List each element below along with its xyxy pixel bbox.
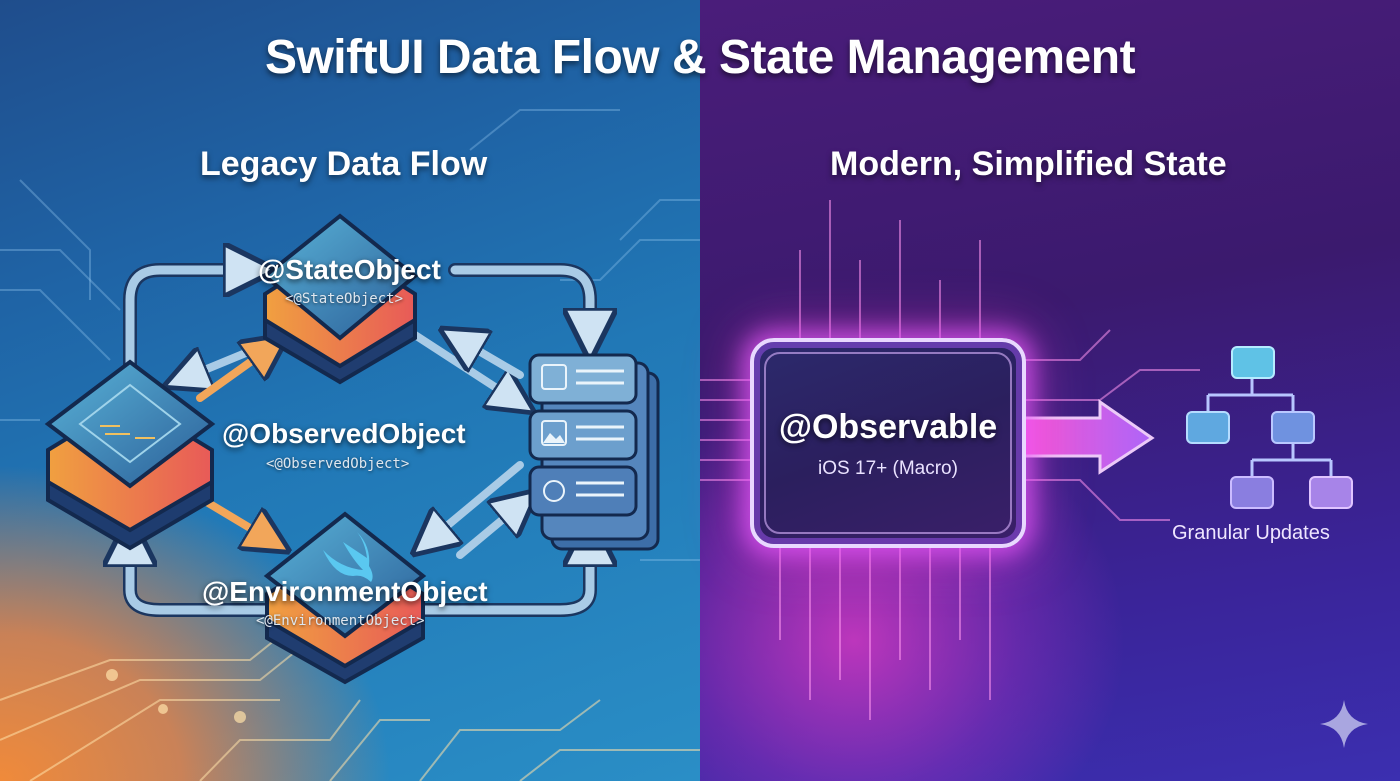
observedobject-cube xyxy=(44,359,216,551)
view-stack xyxy=(528,353,660,551)
sparkle-icon xyxy=(1320,700,1368,748)
stateobject-cube xyxy=(261,213,419,385)
observable-inner-border xyxy=(764,352,1012,534)
observable-detail: iOS 17+ (Macro) xyxy=(818,458,958,479)
modern-heading: Modern, Simplified State xyxy=(830,145,1227,183)
legacy-heading: Legacy Data Flow xyxy=(200,145,488,183)
environmentobject-cube xyxy=(263,511,427,685)
observable-label: @Observable xyxy=(778,408,998,446)
legacy-data-flow-diagram xyxy=(44,213,660,685)
granular-updates-caption: Granular Updates xyxy=(1172,522,1330,544)
environmentobject-code: <@EnvironmentObject> xyxy=(256,613,425,629)
observedobject-code: <@ObservedObject> xyxy=(266,456,410,472)
observable-macro-box: @Observable iOS 17+ (Macro) xyxy=(750,338,1026,548)
environmentobject-label: @EnvironmentObject xyxy=(202,576,488,607)
granular-tree xyxy=(1206,378,1333,477)
stateobject-code: <@StateObject> xyxy=(285,291,404,307)
observedobject-label: @ObservedObject xyxy=(222,418,466,449)
stateobject-label: @StateObject xyxy=(258,254,441,285)
page-title: SwiftUI Data Flow & State Management xyxy=(264,31,1136,84)
